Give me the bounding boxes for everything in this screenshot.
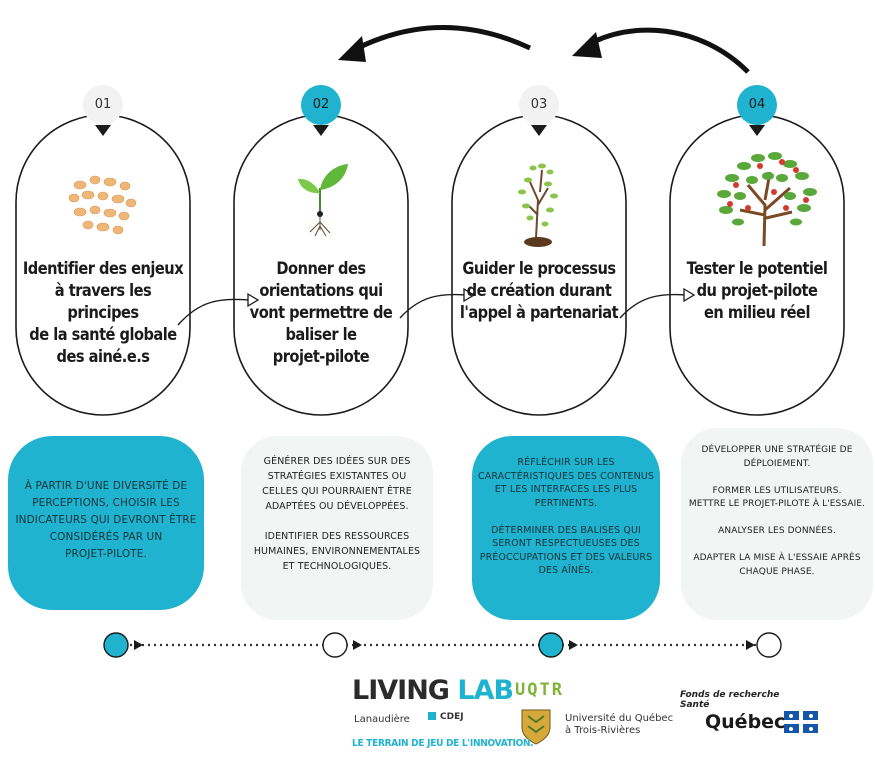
timeline-arrow-2: [353, 640, 362, 650]
step-2-number: 02: [312, 97, 330, 112]
living-lab-tagline: LE TERRAIN DE JEU DE L'INNOVATION.: [352, 738, 534, 749]
return-arrow-2: [584, 27, 750, 74]
step-2-description-box: [241, 436, 433, 620]
step-3-title: Guider le processus de création durant l…: [459, 259, 619, 323]
timeline-arrow-3: [569, 640, 578, 650]
timeline-node-2: [322, 632, 348, 658]
step-3-number: 03: [530, 97, 548, 112]
timeline-node-1: [103, 632, 129, 658]
uqtr-crest-icon: [521, 709, 551, 745]
living-lab-partner: CDEJ: [440, 712, 464, 722]
step-4-title: Tester le potentiel du projet-pilote en …: [686, 259, 828, 323]
connector-3-4: [619, 293, 687, 319]
connector-1-2-head: [247, 292, 260, 308]
step-2-number-circle: [301, 85, 341, 125]
step-1-description-box: [8, 436, 204, 610]
frq-label: Fonds de recherche Santé: [680, 690, 780, 710]
step-1-description: À partir d'une diversité de perceptions,…: [15, 480, 197, 560]
step-3-description: Réfléchir sur les caractéristiques des c…: [477, 457, 655, 576]
timeline-node-3: [538, 632, 564, 658]
living-lab-logo: LIVING LAB: [352, 675, 514, 706]
fruit-tree-icon: [717, 152, 817, 247]
living-lab-word1: LIVING: [352, 675, 450, 706]
seeds-icon: [68, 175, 137, 235]
step-4-description: Développer une stratégie de déploiement.…: [688, 445, 866, 577]
step-4-number-circle: [737, 85, 777, 125]
connector-3-4-head: [683, 287, 696, 303]
return-arrow-1-head: [338, 36, 366, 62]
step-3-description-box: [472, 436, 660, 620]
living-lab-region: Lanaudière: [354, 714, 410, 725]
step-4-description-box: [681, 428, 873, 620]
step-2-title: Donner des orientations qui vont permett…: [249, 259, 393, 367]
step-4-number: 04: [748, 97, 766, 112]
uqtr-name: Université du Québec à Trois-Rivières: [565, 713, 674, 736]
connector-1-2: [177, 298, 251, 326]
step-1-number-circle: [83, 85, 123, 125]
step-1-number: 01: [94, 97, 112, 112]
connector-2-3-head: [463, 287, 476, 303]
timeline-arrow-1: [134, 640, 143, 650]
living-lab-word2: LAB: [457, 675, 514, 706]
sapling-icon: [518, 163, 558, 247]
quebec-flag-icon: [784, 711, 818, 733]
connector-2-3: [399, 293, 467, 319]
return-arrow-2-head: [572, 32, 602, 58]
step-1-title: Identifier des enjeux à travers les prin…: [22, 259, 184, 367]
step-1-pointer: [95, 125, 111, 136]
step-4-pointer: [749, 125, 765, 136]
frq-quebec: Québec: [705, 711, 786, 733]
sprout-icon: [298, 164, 348, 237]
return-arrow-1: [348, 25, 532, 55]
uqtr-acronym: UQTR: [515, 680, 564, 700]
step-2-description: Générer des idées sur des stratégies exi…: [253, 456, 421, 572]
step-2-pointer: [313, 125, 329, 136]
step-3-number-circle: [519, 85, 559, 125]
timeline-node-4: [756, 632, 782, 658]
timeline-arrow-4: [746, 640, 755, 650]
cdej-logo-mark: [428, 712, 436, 720]
step-3-pointer: [531, 125, 547, 136]
